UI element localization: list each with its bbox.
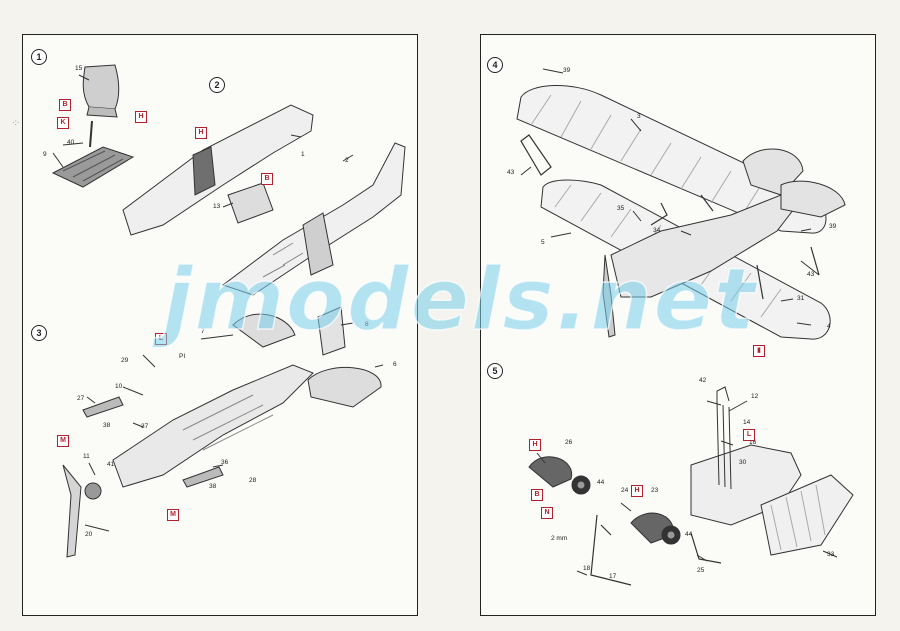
part-number-28: 28 (249, 477, 257, 484)
exhaust-part (82, 396, 124, 418)
seat-part (82, 64, 120, 110)
part-number-29: 29 (121, 357, 129, 364)
part-number-38: 38 (103, 422, 111, 429)
callout-n: N (541, 507, 553, 519)
part-number-42: 42 (699, 377, 707, 384)
step-1-badge: 1 (31, 49, 47, 65)
part-number-3: 3 (637, 113, 641, 120)
part-number-18: 18 (583, 565, 591, 572)
part-number-17: 17 (609, 573, 617, 580)
part-number-5: 5 (541, 239, 545, 246)
part-number-30: 30 (739, 459, 747, 466)
part-number-44: 44 (597, 479, 605, 486)
part-number-12: 12 (751, 393, 759, 400)
lower-wing-section-part (760, 474, 854, 556)
wheel-spat-left (528, 456, 573, 488)
exhaust-part-2 (182, 466, 224, 488)
propeller-part (62, 464, 82, 558)
part-number-39: 39 (563, 67, 571, 74)
biplane-propeller-part (602, 254, 616, 338)
part-number-26: 26 (565, 439, 573, 446)
callout-b-seat: B (261, 173, 273, 185)
callout-h-spat: H (529, 439, 541, 451)
part-number-10: 10 (115, 383, 123, 390)
tailplane-part (232, 313, 296, 348)
part-number-39-right: 39 (829, 223, 837, 230)
part-number-38-lower: 38 (209, 483, 217, 490)
part-number-31: 31 (797, 295, 805, 302)
part-number-4: 4 (827, 323, 831, 330)
instruction-panel-left: 1 2 3 15 40 9 1 2 13 7 8 6 29 10 27 38 3… (22, 34, 418, 616)
paint-marker: ▮ (753, 345, 765, 357)
part-number-25: 25 (697, 567, 705, 574)
part-number-35: 35 (617, 205, 625, 212)
step-2-badge: 2 (209, 77, 225, 93)
callout-l: L (155, 333, 167, 345)
biplane-fuselage-part (610, 194, 798, 298)
part-number-20: 20 (85, 531, 93, 538)
dimension-label: 2 mm (551, 535, 568, 542)
part-number-23: 23 (651, 487, 659, 494)
fuselage-half-part (122, 104, 314, 236)
callout-m: M (57, 435, 69, 447)
callout-b: B (59, 99, 71, 111)
part-number-2: 2 (345, 157, 349, 164)
part-number-14: 14 (743, 419, 751, 426)
part-number-9: 9 (43, 151, 47, 158)
biplane-stabilizer-part (780, 180, 846, 218)
part-number-16: 16 (749, 439, 757, 446)
part-number-11: 11 (83, 453, 90, 460)
part-number-43-right: 43 (807, 271, 815, 278)
part-number-24: 24 (621, 487, 629, 494)
step-5-badge: 5 (487, 363, 503, 379)
part-number-43: 43 (507, 169, 515, 176)
step-4-badge: 4 (487, 57, 503, 73)
rudder-part (317, 306, 346, 356)
part-number-13: 13 (213, 203, 221, 210)
callout-m-exhaust: M (167, 509, 179, 521)
callout-h-right-spat: H (631, 485, 643, 497)
part-label-pl: PI (179, 353, 186, 360)
part-number-8: 8 (365, 321, 369, 328)
part-number-40: 40 (67, 139, 75, 146)
part-number-33: 33 (827, 551, 835, 558)
left-panel-drawings (51, 64, 406, 558)
part-number-6: 6 (393, 361, 397, 368)
part-number-37: 37 (141, 423, 149, 430)
part-number-36: 36 (221, 459, 229, 466)
cabane-strut-part (716, 400, 732, 490)
part-number-27: 27 (77, 395, 85, 402)
part-number-1: 1 (301, 151, 305, 158)
callout-h: H (135, 111, 147, 123)
part-number-7: 7 (201, 328, 205, 335)
callout-k: K (57, 117, 69, 129)
step-3-badge: 3 (31, 325, 47, 341)
scan-speck: ·:· (12, 118, 20, 127)
callout-b-wheel: B (531, 489, 543, 501)
fuselage-step3-part (112, 364, 314, 488)
part-number-34: 34 (653, 227, 661, 234)
instruction-panel-right: 4 5 39 3 43 35 34 5 39 43 31 4 42 12 14 … (480, 34, 876, 616)
callout-h-fuselage: H (195, 127, 207, 139)
part-number-44-right: 44 (685, 531, 693, 538)
stabilizer-right-part (307, 366, 382, 408)
part-number-15: 15 (75, 65, 83, 72)
right-panel-drawings (516, 68, 854, 586)
part-number-41: 41 (107, 461, 115, 468)
callout-l-struts: L (743, 429, 755, 441)
